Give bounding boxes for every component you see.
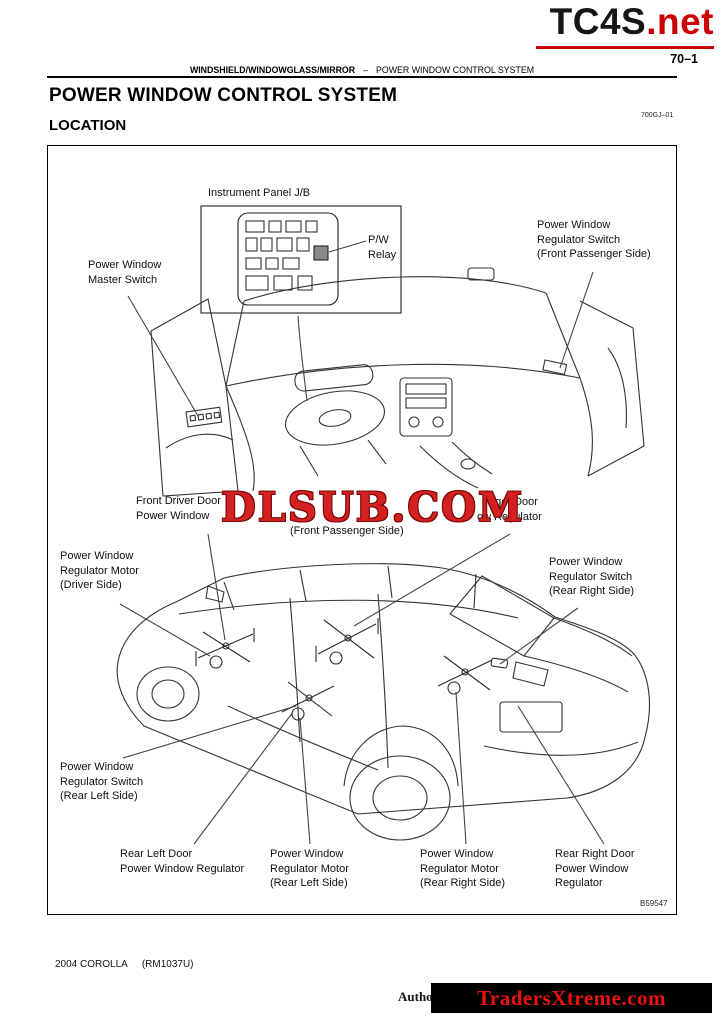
doc-code: 700GJ–01 <box>641 112 674 119</box>
location-figure <box>47 145 677 915</box>
label-front-driver-regulator: Front Driver Door Power Window <box>136 494 221 523</box>
traders-watermark: TradersXtreme.com <box>476 985 667 1010</box>
footer-model: 2004 COROLLA <box>55 959 128 970</box>
label-line: P/W <box>368 234 389 246</box>
label-line: Regulator Motor <box>420 862 499 875</box>
label-line: (Rear Left Side) <box>270 877 348 890</box>
section-title: LOCATION <box>49 117 127 134</box>
label-line: Rear Right Door <box>555 848 635 860</box>
label-pw-relay: P/W Relay <box>368 233 396 262</box>
tc4s-watermark-name: TC4S <box>549 1 647 42</box>
label-instrument-panel-jb: Instrument Panel J/B <box>208 186 310 201</box>
running-header-separator: – <box>363 65 369 75</box>
running-header-section: WINDSHIELD/WINDOWGLASS/MIRROR <box>189 65 356 75</box>
label-line: (Rear Left Side) <box>60 790 138 803</box>
label-rear-right-door: Rear Right Door Power Window Regulator <box>555 847 634 891</box>
tc4s-watermark-tld: .net <box>646 1 714 42</box>
label-rear-left-switch: Power Window Regulator Switch (Rear Left… <box>60 760 143 804</box>
label-line: Rear Left Door <box>120 848 193 860</box>
figure-drawing <box>116 205 650 845</box>
footer-manual-code: (RM1037U) <box>141 959 194 970</box>
junction-block-callout <box>200 205 402 314</box>
footer-model-line: 2004 COROLLA (RM1037U) <box>55 959 194 970</box>
label-master-switch: Power Window Master Switch <box>88 258 161 287</box>
label-line: ow Regulator <box>477 511 542 523</box>
figure-code: B59547 <box>640 899 668 908</box>
label-line: Regulator Switch <box>537 233 621 246</box>
dashboard-sketch <box>150 267 645 497</box>
label-line: Power Window Regulator <box>120 862 245 875</box>
label-line: Regulator Motor <box>270 862 349 875</box>
label-front-passenger-regulator-3: (Front Passenger Side) <box>290 524 404 539</box>
page-number: 70–1 <box>670 52 698 66</box>
label-line: (Front Passenger Side) <box>290 525 404 537</box>
label-line: Power Window <box>136 509 210 522</box>
page-title: POWER WINDOW CONTROL SYSTEM <box>49 85 398 106</box>
label-line: Power Window <box>555 862 629 875</box>
label-line: Regulator <box>555 877 603 890</box>
label-line: (Rear Right Side) <box>549 585 634 598</box>
label-line: Power Window <box>270 848 344 860</box>
label-line: Instrument Panel J/B <box>208 187 311 199</box>
label-line: Master Switch <box>88 273 158 286</box>
label-line: (Rear Right Side) <box>420 877 505 890</box>
header-rule <box>47 76 677 78</box>
label-line: Power Window <box>88 259 162 271</box>
label-line: Power Window <box>420 848 494 860</box>
car-sketch <box>116 563 650 841</box>
tc4s-watermark: TC4S.net <box>550 1 714 43</box>
label-line: Power Window <box>549 556 623 568</box>
label-line: Relay <box>368 248 397 261</box>
label-rear-right-switch: Power Window Regulator Switch (Rear Righ… <box>549 555 634 599</box>
red-divider <box>536 46 714 49</box>
label-line: Regulator Motor <box>60 564 139 577</box>
footer-author-fragment: Author <box>398 989 439 1004</box>
leader-lines <box>119 271 605 845</box>
label-line: (Driver Side) <box>60 579 122 592</box>
dlsub-watermark: DLSUB.COM <box>221 484 525 531</box>
label-front-passenger-switch: Power Window Regulator Switch (Front Pas… <box>537 218 651 262</box>
label-line: Power Window <box>60 761 134 773</box>
running-header: WINDSHIELD/WINDOWGLASS/MIRROR–POWER WIND… <box>0 65 724 75</box>
label-front-passenger-regulator-1: nger Door <box>489 495 538 510</box>
label-line: nger Door <box>489 496 538 508</box>
label-rear-left-door: Rear Left Door Power Window Regulator <box>120 847 244 876</box>
label-line: Regulator Switch <box>60 775 144 788</box>
label-line: Regulator Switch <box>549 570 633 583</box>
label-line: Power Window <box>537 219 611 231</box>
traders-watermark-banner: TradersXtreme.com <box>431 983 712 1013</box>
label-line: Power Window <box>60 550 134 562</box>
running-header-system: POWER WINDOW CONTROL SYSTEM <box>376 65 535 75</box>
label-rear-right-motor: Power Window Regulator Motor (Rear Right… <box>420 847 505 891</box>
label-driver-motor: Power Window Regulator Motor (Driver Sid… <box>60 549 139 593</box>
label-line: (Front Passenger Side) <box>537 248 651 261</box>
label-line: Front Driver Door <box>136 495 221 507</box>
regulator-mechanisms <box>195 618 509 721</box>
label-rear-left-motor: Power Window Regulator Motor (Rear Left … <box>270 847 349 891</box>
label-front-passenger-regulator-2: ow Regulator <box>477 510 542 525</box>
